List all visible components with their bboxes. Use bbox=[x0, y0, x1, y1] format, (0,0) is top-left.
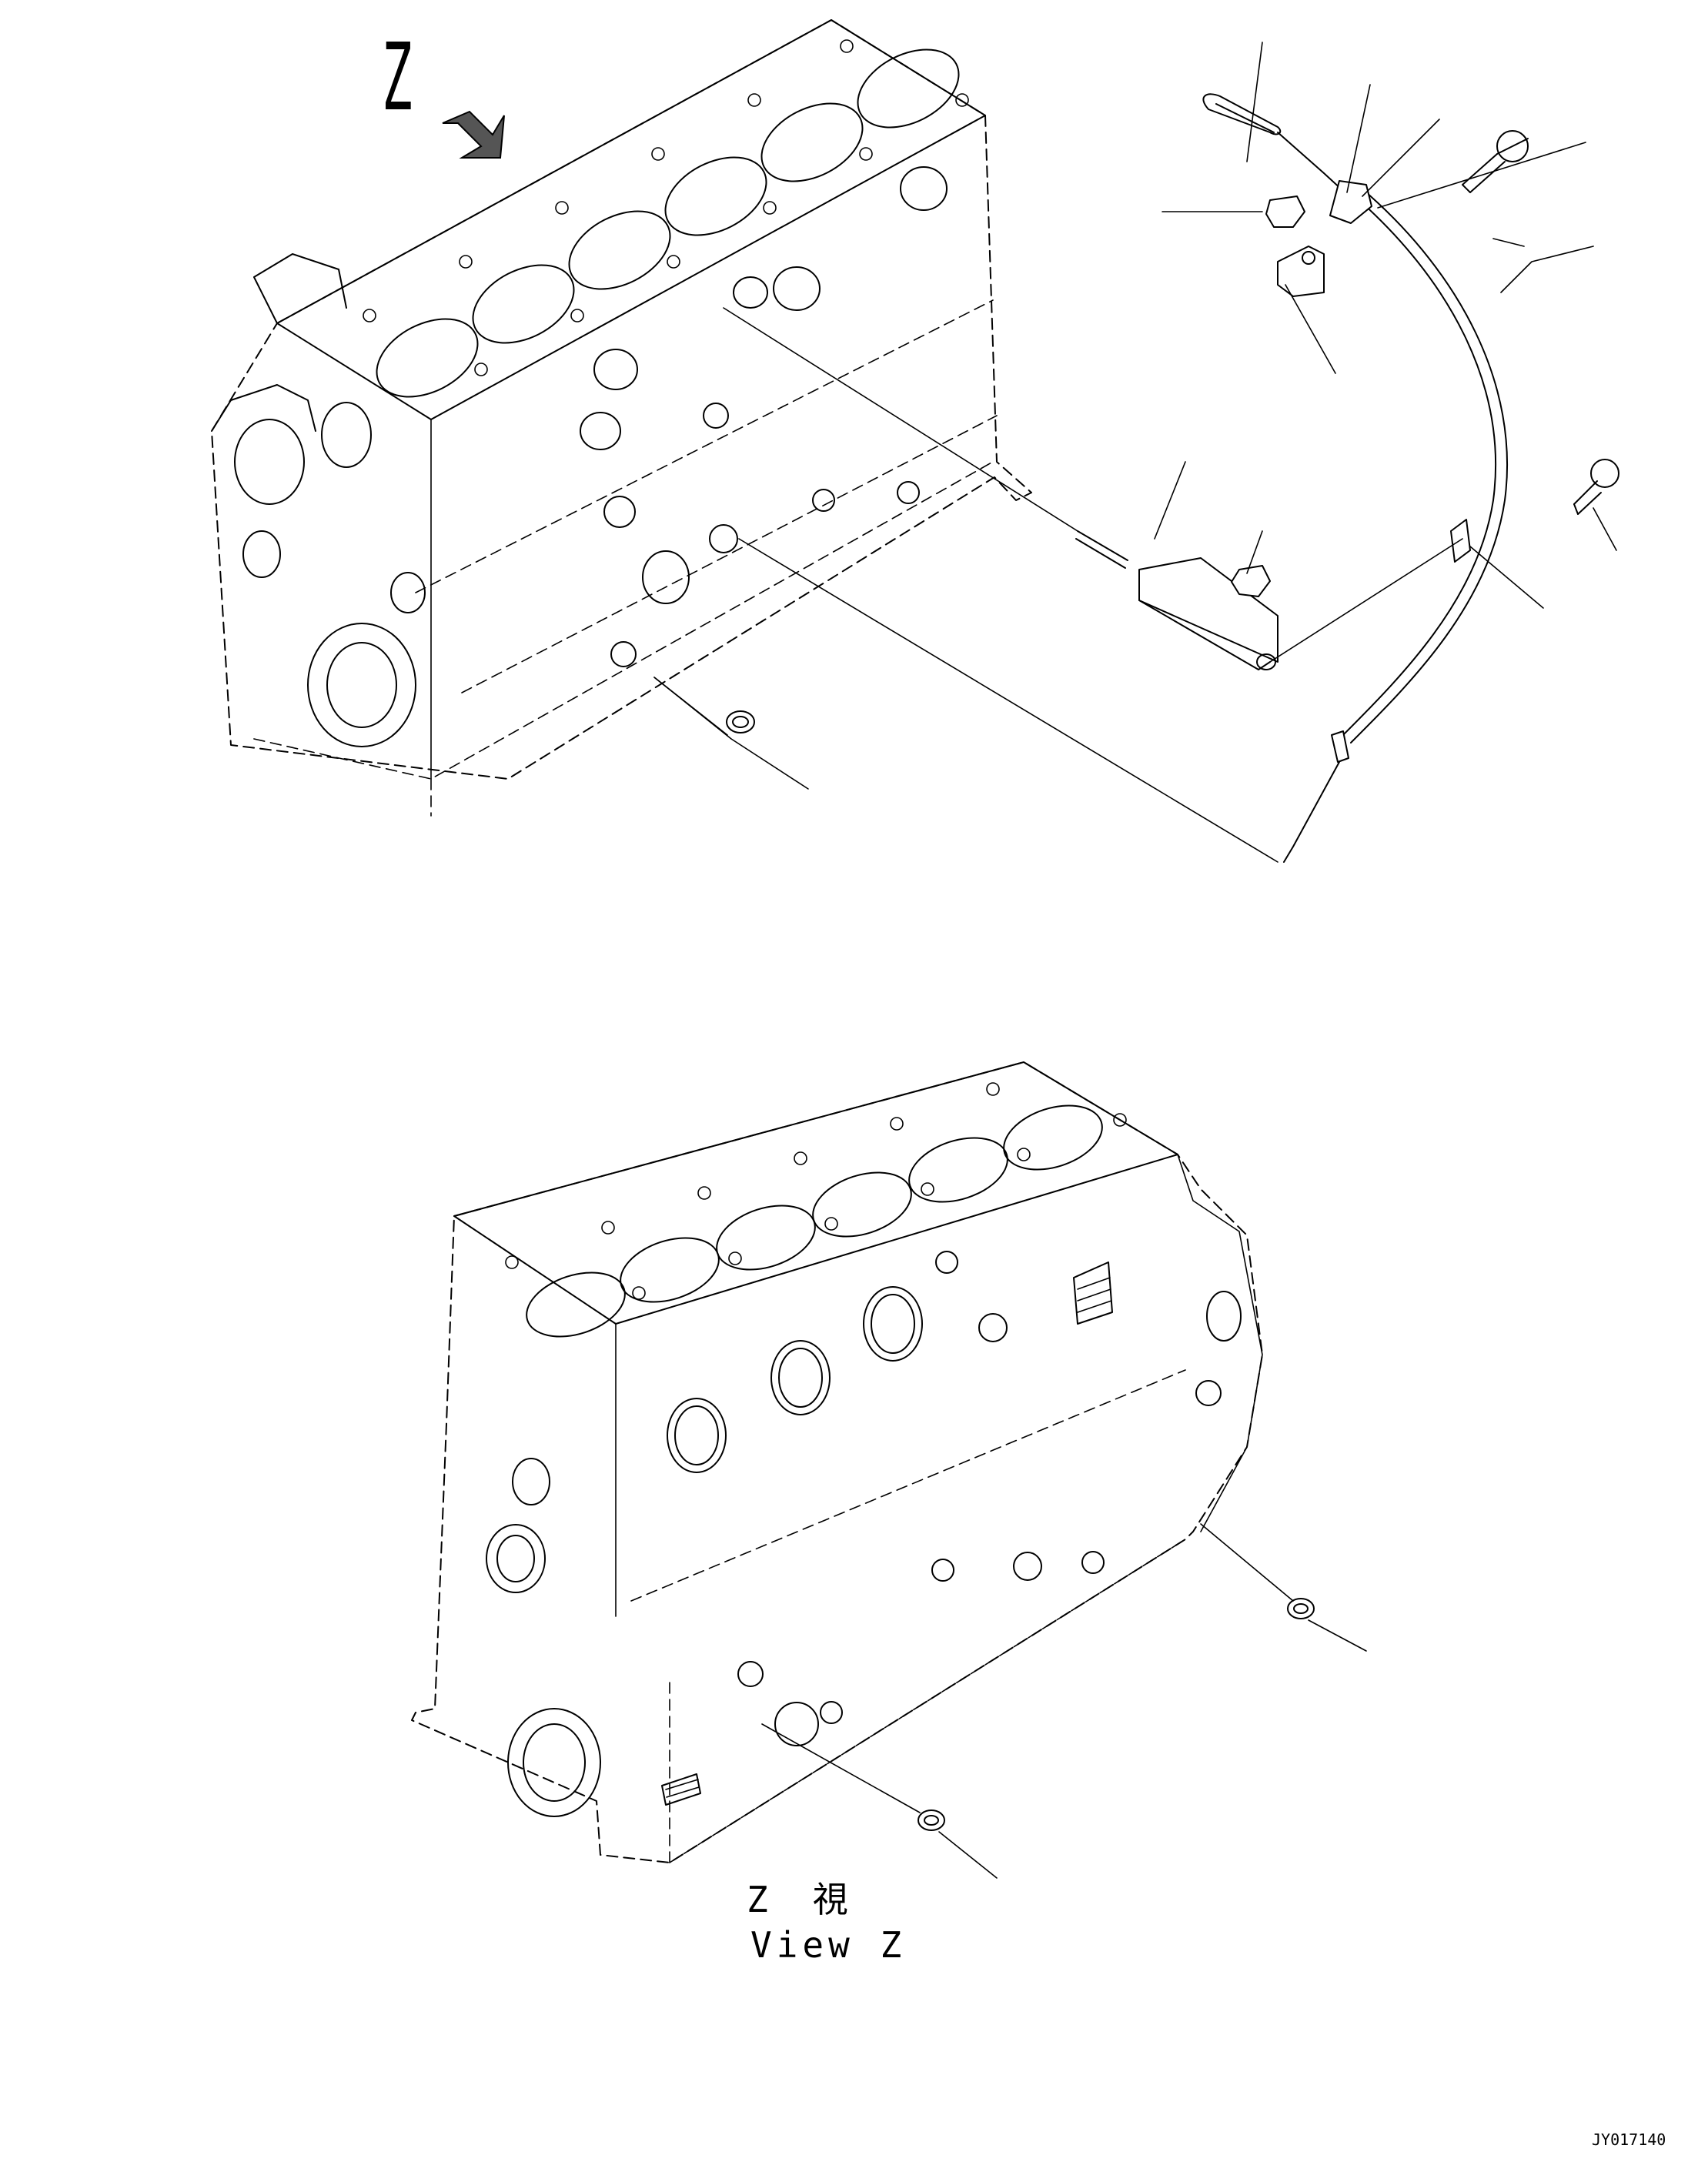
cylinder-bores-bottom bbox=[526, 1104, 1103, 1338]
view-direction-label: Z bbox=[382, 25, 413, 132]
cylinder-bores-top bbox=[376, 48, 960, 398]
view-direction-arrow-icon bbox=[442, 110, 505, 159]
washer-top bbox=[653, 677, 755, 736]
leader-lines bbox=[653, 42, 1617, 790]
engine-block-top bbox=[211, 19, 1032, 817]
view-caption-japanese: Z 視 bbox=[747, 1879, 853, 1920]
dipstick-assembly bbox=[723, 93, 1619, 863]
view-caption-english: View Z bbox=[750, 1924, 907, 1966]
washer-bottom-left bbox=[761, 1723, 998, 1879]
figure-code: JY017140 bbox=[1592, 2130, 1666, 2149]
engine-block-bottom bbox=[411, 1061, 1263, 1863]
washer-bottom-right bbox=[1200, 1523, 1367, 1652]
